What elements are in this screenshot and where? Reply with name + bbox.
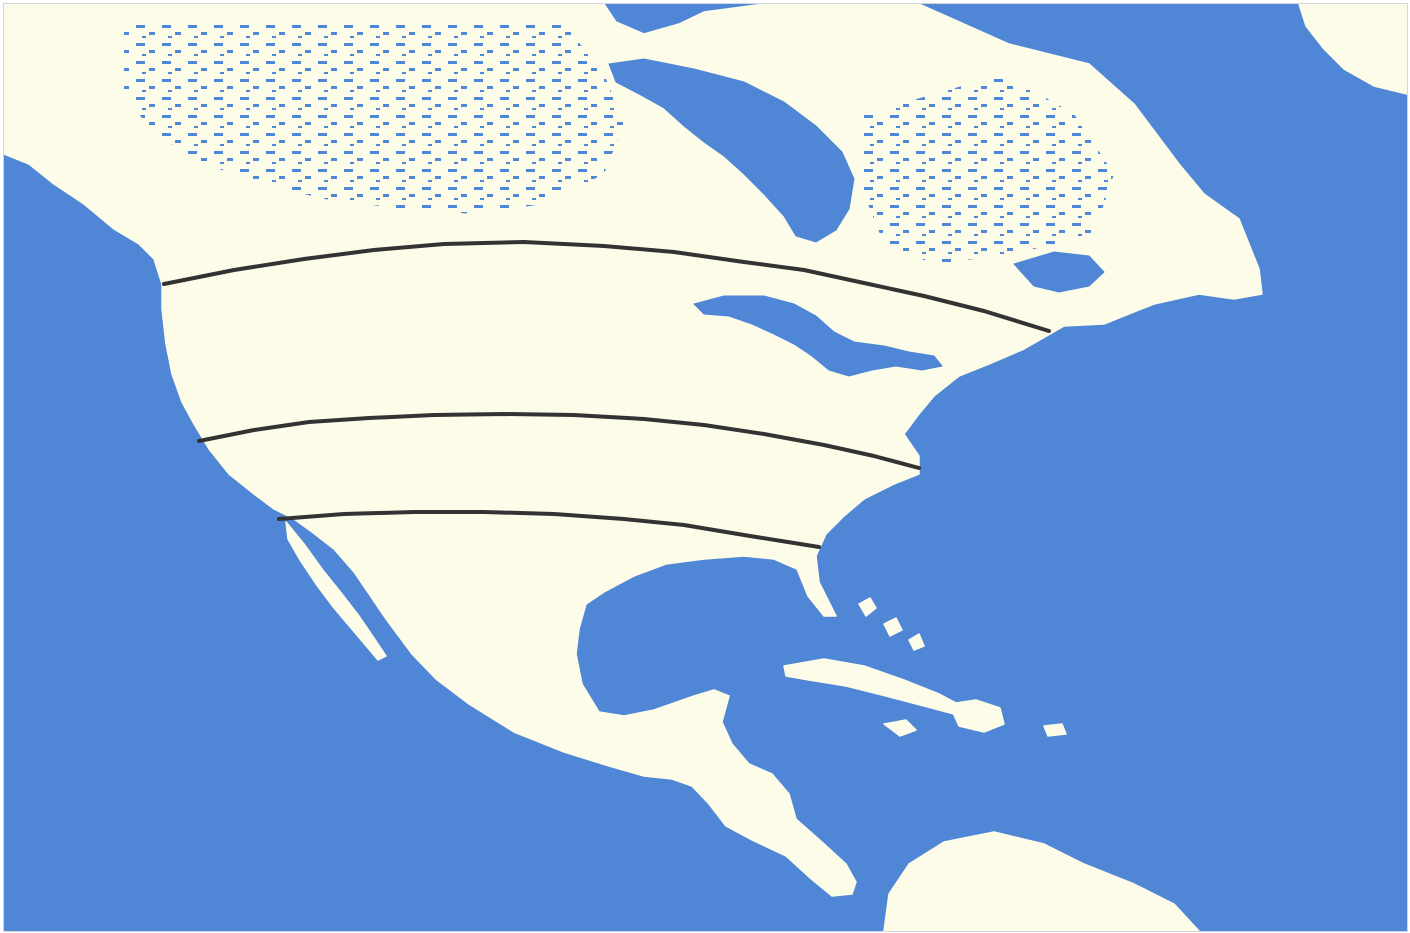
map-frame: [3, 3, 1408, 932]
land-greenland: [1298, 4, 1407, 95]
north-america-map: [4, 4, 1407, 931]
land-south-america: [883, 831, 1200, 931]
land-newfoundland: [1183, 231, 1255, 293]
gulf-of-st-lawrence: [1013, 251, 1105, 293]
northern-route: [162, 240, 1051, 333]
great-lakes: [693, 295, 943, 377]
central-route: [197, 412, 921, 470]
quebec-lakes-water: [864, 74, 1114, 264]
hudson-bay: [608, 58, 855, 243]
land-puerto-rico: [1043, 723, 1067, 737]
land-jamaica: [883, 719, 917, 737]
land-hispaniola: [948, 699, 1005, 733]
arctic-archipelago-water: [124, 24, 624, 214]
land-bahamas: [858, 597, 925, 651]
southern-route: [277, 510, 821, 549]
land-baja-california: [285, 521, 387, 661]
